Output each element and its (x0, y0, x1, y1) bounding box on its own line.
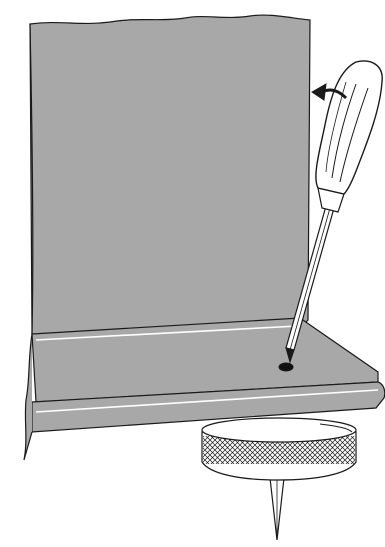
rotation-arrow-head (312, 84, 326, 100)
panel-face (30, 15, 310, 338)
speaker-panel (30, 15, 310, 338)
plinth-left-torn-edge (24, 334, 32, 460)
spike-foot (202, 418, 356, 540)
adjustment-screw-hole (279, 363, 293, 371)
screwdriver-handle (316, 61, 382, 194)
knurled-ring-top (202, 418, 356, 442)
